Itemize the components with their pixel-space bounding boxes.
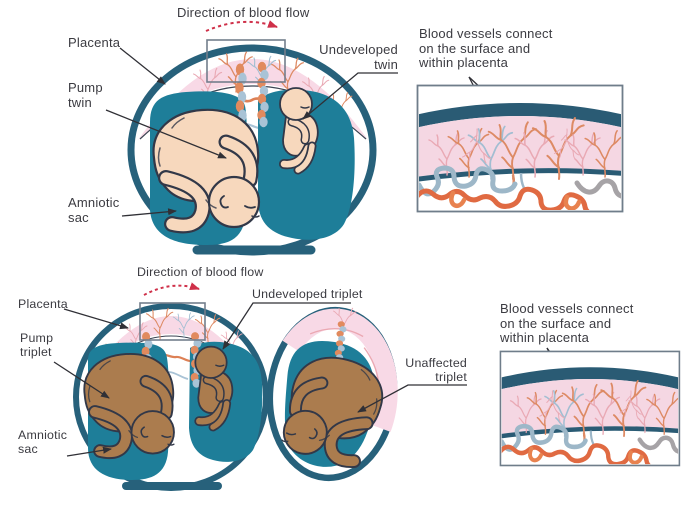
- pump-twin-label: Pump twin: [68, 80, 103, 110]
- leader-placenta-triplet: [63, 308, 129, 330]
- blood-vessels-label-top: Blood vessels connect on the surface and…: [419, 26, 553, 71]
- pump-triplet-label: Pump triplet: [20, 331, 54, 359]
- triplet-uterus-diagram: [73, 282, 398, 491]
- leader-placenta: [119, 47, 166, 85]
- unaffected-uterus: [266, 306, 398, 482]
- placenta: [138, 59, 368, 140]
- undeveloped-twin-label: Undeveloped twin: [319, 42, 398, 72]
- placenta-triplet: [85, 316, 257, 382]
- twin-uterus-diagram: [127, 20, 377, 256]
- leader-undeveloped-triplet: [222, 302, 351, 350]
- undeveloped-triplet-label: Undeveloped triplet: [252, 287, 363, 301]
- placenta-label-bottom: Placenta: [18, 297, 68, 311]
- leader-amniotic-sac: [121, 208, 177, 217]
- amniotic-sac-label-top: Amniotic sac: [68, 195, 120, 225]
- highlight-rect-twin: [206, 39, 286, 83]
- leader-undeveloped-twin: [302, 72, 398, 120]
- highlight-rect-triplet: [139, 302, 206, 341]
- blood-flow-arrow-triplet: [143, 282, 200, 296]
- leader-amniotic-sac-triplet: [66, 446, 112, 457]
- placenta-inset-bottom: [498, 351, 687, 467]
- direction-of-blood-flow-label-bottom: Direction of blood flow: [137, 265, 264, 279]
- amniotic-sac-label-bottom: Amniotic sac: [18, 428, 68, 456]
- direction-of-blood-flow-label-top: Direction of blood flow: [177, 5, 310, 20]
- blood-flow-arrow-twin: [205, 20, 278, 32]
- unaffected-triplet-label: Unaffected triplet: [405, 356, 467, 384]
- leader-pump-triplet: [53, 361, 110, 399]
- blood-vessels-label-bottom: Blood vessels connect on the surface and…: [500, 301, 634, 346]
- leader-unaffected-triplet: [357, 384, 467, 413]
- placenta-label-top: Placenta: [68, 35, 121, 50]
- placenta-inset-top: [415, 86, 631, 215]
- leader-pump-twin: [105, 109, 227, 159]
